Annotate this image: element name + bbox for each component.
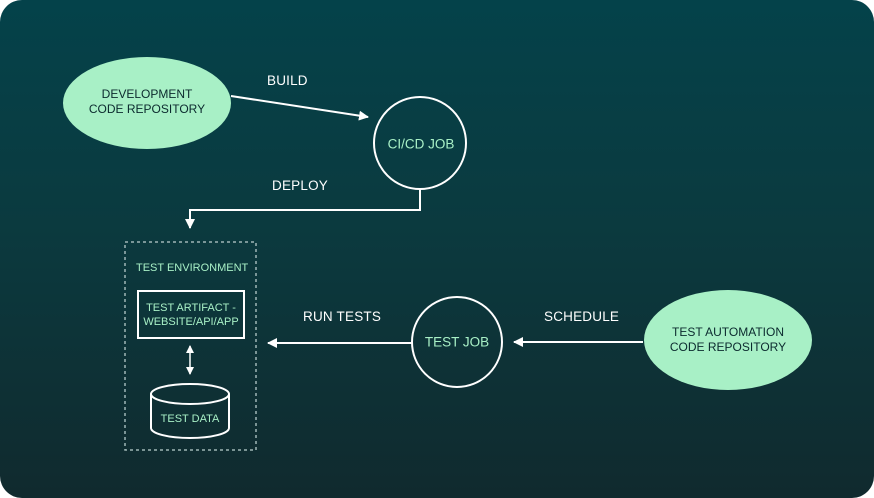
- build-label: BUILD: [267, 73, 308, 88]
- test-repo-line2: CODE REPOSITORY: [669, 340, 787, 354]
- test-environment-box: [124, 241, 257, 451]
- test-artifact-box: [137, 290, 245, 339]
- dev-repo-oval: [63, 57, 231, 149]
- schedule-label: SCHEDULE: [544, 309, 620, 324]
- test-repo-label: TEST AUTOMATION CODE REPOSITORY: [670, 325, 786, 355]
- deploy-arrow: [185, 189, 421, 229]
- dev-repo-line1: DEVELOPMENT: [101, 87, 193, 101]
- deploy-label: DEPLOY: [272, 178, 328, 193]
- test-repo-oval: [644, 290, 812, 390]
- test-artifact-line1: TEST ARTIFACT -: [146, 302, 236, 314]
- dev-repo-label: DEVELOPMENT CODE REPOSITORY: [89, 87, 205, 117]
- test-artifact-label: TEST ARTIFACT - WEBSITE/API/APP: [143, 301, 238, 329]
- test-job-label: TEST JOB: [424, 334, 490, 350]
- dev-repo-line2: CODE REPOSITORY: [88, 102, 206, 116]
- build-arrow: [230, 95, 369, 121]
- cicd-job-label: CI/CD JOB: [387, 136, 455, 152]
- test-environment-label: TEST ENVIRONMENT: [136, 262, 249, 274]
- test-data-cylinder: [150, 383, 230, 439]
- test-repo-line1: TEST AUTOMATION: [671, 325, 784, 339]
- test-data-label: TEST DATA: [160, 413, 220, 425]
- run-tests-label: RUN TESTS: [303, 309, 382, 324]
- test-artifact-line2: WEBSITE/API/APP: [143, 316, 239, 328]
